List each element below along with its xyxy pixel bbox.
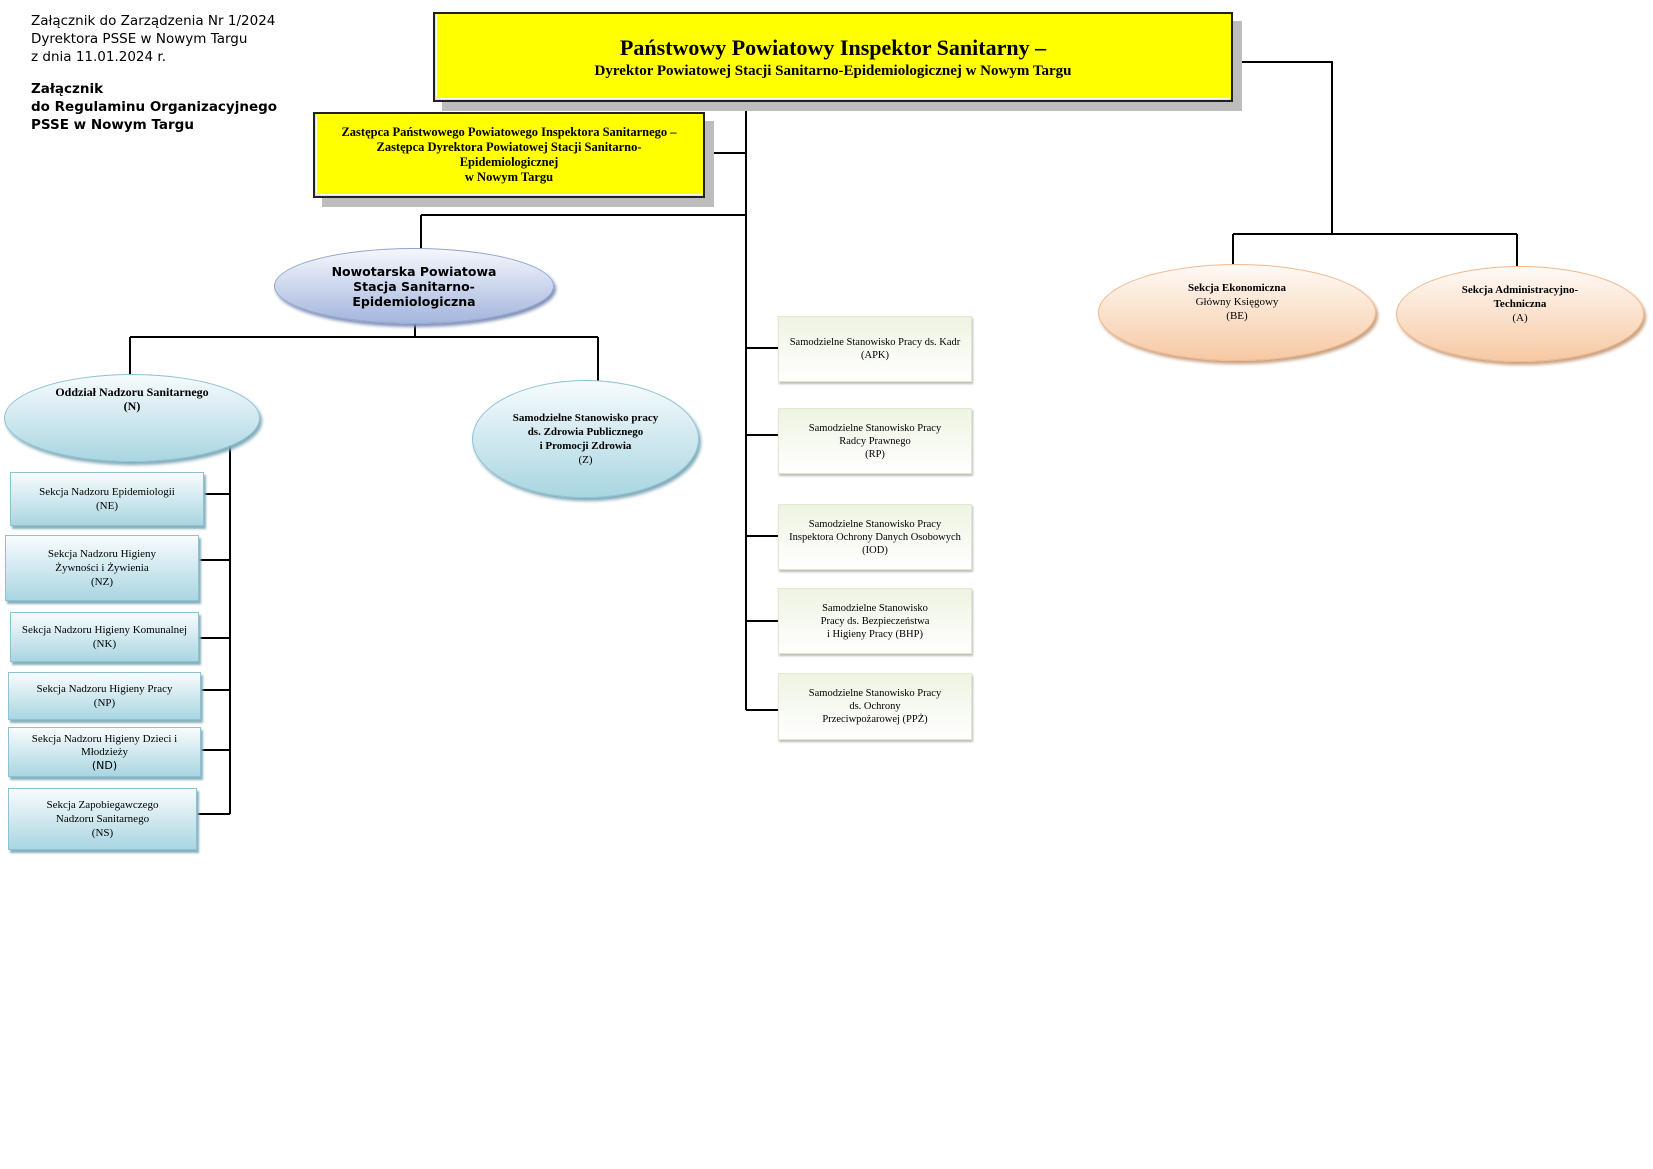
- post-label: Samodzielne Stanowisko Pracy: [808, 422, 942, 434]
- health-line: i Promocji Zdrowia: [539, 440, 632, 452]
- post-label: Samodzielne Stanowisko: [822, 602, 928, 614]
- post-label: Radcy Prawnego: [839, 435, 911, 447]
- section-label: Młodzieży: [80, 745, 129, 758]
- header-line: z dnia 11.01.2024 r.: [31, 49, 167, 65]
- section-code: (NK): [92, 638, 117, 650]
- deputy-line: Epidemiologicznej: [459, 155, 559, 169]
- section-code: (NE): [96, 500, 118, 512]
- section-label: Sekcja Nadzoru Higieny Pracy: [36, 683, 173, 695]
- section-code: (NS): [91, 827, 114, 839]
- section-box-np: Sekcja Nadzoru Higieny Pracy (NP): [8, 672, 201, 720]
- economic-line: Sekcja Ekonomiczna: [1187, 282, 1287, 294]
- section-label: Nadzoru Sanitarnego: [55, 813, 150, 825]
- section-label: Sekcja Nadzoru Higieny: [47, 548, 157, 560]
- post-label: Samodzielne Stanowisko Pracy: [808, 688, 942, 699]
- station-ellipse: Nowotarska Powiatowa Stacja Sanitarno- E…: [274, 248, 554, 324]
- section-label: Sekcja Zapobiegawczego: [46, 799, 159, 811]
- economic-line: (BE): [1226, 310, 1248, 322]
- station-line: Stacja Sanitarno-: [353, 278, 475, 294]
- admin-line: Techniczna: [1493, 298, 1547, 310]
- admin-line: Sekcja Administracyjno-: [1461, 284, 1579, 296]
- post-box-ppz: Samodzielne Stanowisko Pracy ds. Ochrony…: [778, 673, 972, 740]
- section-label: Żywności i Żywienia: [55, 562, 149, 574]
- division-ellipse: Oddział Nadzoru Sanitarnego (N): [4, 374, 260, 462]
- economic-ellipse: Sekcja Ekonomiczna Główny Księgowy (BE): [1098, 264, 1376, 361]
- station-line: Nowotarska Powiatowa: [331, 263, 497, 279]
- section-box-ne: Sekcja Nadzoru Epidemiologii (NE): [10, 472, 204, 526]
- header-bold-line: Załącznik: [31, 81, 104, 97]
- section-label: Sekcja Nadzoru Epidemiologii: [39, 486, 175, 498]
- post-label: (IOD): [862, 544, 888, 556]
- section-box-nd: Sekcja Nadzoru Higieny Dzieci i Młodzież…: [8, 727, 201, 777]
- post-label: (APK): [861, 350, 889, 361]
- header-line: Dyrektora PSSE w Nowym Targu: [31, 31, 248, 47]
- post-label: (RP): [865, 448, 885, 460]
- health-ellipse: Samodzielne Stanowisko pracy ds. Zdrowia…: [472, 380, 699, 498]
- header-bold-line: do Regulaminu Organizacyjnego: [31, 99, 278, 115]
- inspector-subtitle: Dyrektor Powiatowej Stacji Sanitarno-Epi…: [594, 63, 1072, 79]
- deputy-line: Zastępca Państwowego Powiatowego Inspekt…: [341, 125, 677, 139]
- admin-ellipse: Sekcja Administracyjno- Techniczna (A): [1396, 266, 1644, 362]
- health-line: ds. Zdrowia Publicznego: [527, 426, 644, 438]
- post-box-rp: Samodzielne Stanowisko Pracy Radcy Prawn…: [778, 408, 972, 474]
- inspector-box: Państwowy Powiatowy Inspektor Sanitarny …: [433, 12, 1233, 102]
- health-line: (Z): [578, 454, 593, 466]
- deputy-line: Zastępca Dyrektora Powiatowej Stacji San…: [376, 140, 642, 154]
- header-bold-line: PSSE w Nowym Targu: [31, 117, 194, 133]
- section-box-ns: Sekcja Zapobiegawczego Nadzoru Sanitarne…: [8, 788, 197, 850]
- inspector-title: Państwowy Powiatowy Inspektor Sanitarny …: [619, 35, 1047, 60]
- post-label: i Higieny Pracy (BHP): [827, 628, 923, 640]
- document-header: Załącznik do Zarządzenia Nr 1/2024 Dyrek…: [31, 12, 277, 134]
- deputy-box: Zastępca Państwowego Powiatowego Inspekt…: [313, 112, 705, 198]
- post-label: Pracy ds. Bezpieczeństwa: [820, 615, 930, 627]
- section-box-nk: Sekcja Nadzoru Higieny Komunalnej (NK): [10, 612, 199, 662]
- section-code: (NP): [93, 697, 116, 709]
- division-line: Oddział Nadzoru Sanitarnego: [55, 385, 209, 399]
- post-label: Samodzielne Stanowisko Pracy: [808, 518, 942, 530]
- post-label: ds. Ochrony: [849, 701, 901, 712]
- economic-line: Główny Księgowy: [1195, 296, 1279, 308]
- post-box-apk: Samodzielne Stanowisko Pracy ds. Kadr (A…: [778, 316, 972, 382]
- admin-line: (A): [1512, 312, 1528, 324]
- section-box-nz: Sekcja Nadzoru Higieny Żywności i Żywien…: [5, 535, 199, 601]
- section-code: (ND): [91, 758, 118, 772]
- post-label: Samodzielne Stanowisko Pracy ds. Kadr: [789, 337, 961, 348]
- section-code: (NZ): [91, 576, 113, 588]
- health-line: Samodzielne Stanowisko pracy: [512, 412, 659, 424]
- post-box-iod: Samodzielne Stanowisko Pracy Inspektora …: [778, 504, 972, 570]
- post-box-bhp: Samodzielne Stanowisko Pracy ds. Bezpiec…: [778, 588, 972, 654]
- section-label: Sekcja Nadzoru Higieny Komunalnej: [21, 624, 188, 636]
- post-label: Inspektora Ochrony Danych Osobowych: [789, 531, 961, 543]
- section-label: Sekcja Nadzoru Higieny Dzieci i: [31, 732, 178, 745]
- deputy-line: w Nowym Targu: [464, 170, 554, 184]
- division-line: (N): [123, 399, 141, 413]
- station-line: Epidemiologiczna: [352, 293, 476, 309]
- post-label: Przeciwpożarowej (PPŻ): [822, 714, 928, 725]
- header-line: Załącznik do Zarządzenia Nr 1/2024: [31, 13, 276, 29]
